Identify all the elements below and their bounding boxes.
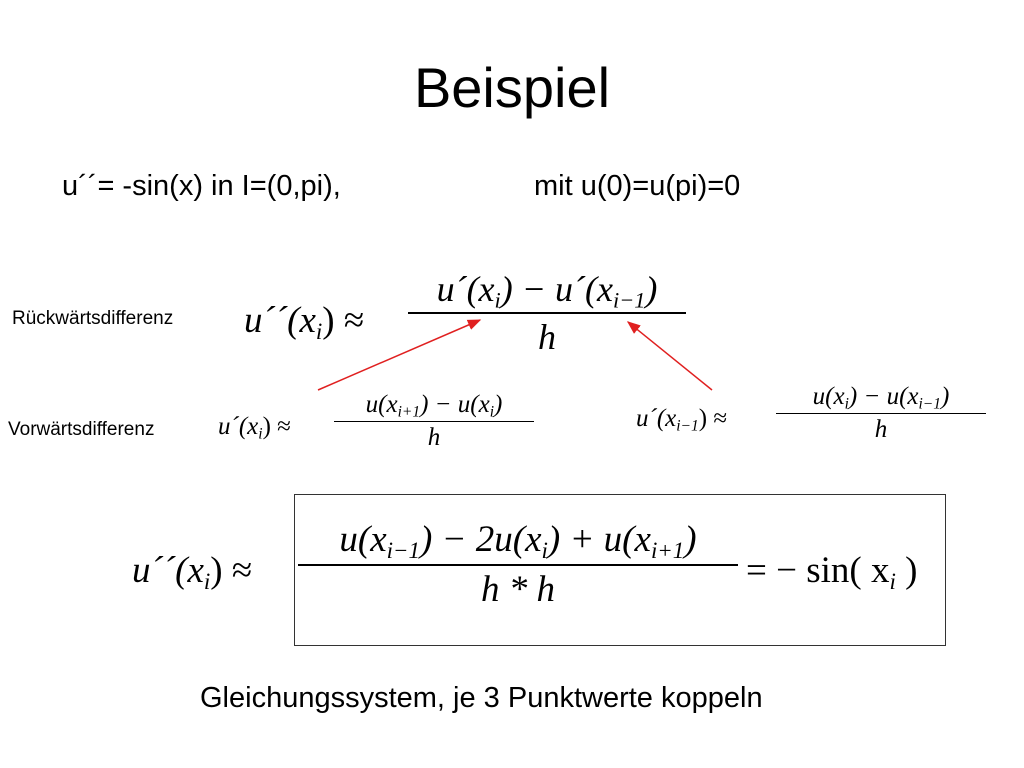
fraction-bar <box>334 421 534 422</box>
fraction-bar <box>408 312 686 314</box>
fraction-denominator: h <box>427 424 441 451</box>
fraction-numerator: u´(xi) − u´(xi−1) <box>436 269 658 313</box>
problem-equation: u´´= -sin(x) in I=(0,pi), <box>62 170 341 202</box>
fraction-bar <box>298 564 738 566</box>
footer-note: Gleichungssystem, je 3 Punktwerte koppel… <box>200 682 763 714</box>
fraction-numerator: u(xi−1) − 2u(xi) + u(xi+1) <box>339 519 697 563</box>
boundary-conditions: mit u(0)=u(pi)=0 <box>534 170 741 202</box>
scheme-box <box>294 494 946 646</box>
formula-fraction: u(xi−1) − 2u(xi) + u(xi+1) h * h <box>298 518 738 612</box>
formula-fraction: u(xi) − u(xi−1) h <box>776 383 986 444</box>
fraction-denominator: h <box>874 416 888 443</box>
fraction-denominator: h * h <box>481 569 555 610</box>
forward-difference-label: Vorwärtsdifferenz <box>8 419 155 440</box>
formula-lhs: u´´(xi) ≈ <box>132 550 253 594</box>
formula-fraction: u´(xi) − u´(xi−1) h <box>408 268 686 358</box>
formula-lhs: u´´(xi) ≈ <box>244 300 365 344</box>
slide-title: Beispiel <box>413 56 611 119</box>
formula-fraction: u(xi+1) − u(xi) h <box>334 391 534 452</box>
fraction-bar <box>776 413 986 414</box>
fraction-denominator: h <box>538 317 556 357</box>
formula-lhs: u´(xi−1) ≈ <box>636 405 728 435</box>
fraction-numerator: u(xi+1) − u(xi) <box>365 391 503 421</box>
formula-lhs: u´(xi) ≈ <box>218 413 291 443</box>
formula-rhs: = − sin( xi ) <box>746 550 918 594</box>
backward-difference-label: Rückwärtsdifferenz <box>12 308 174 329</box>
fraction-numerator: u(xi) − u(xi−1) <box>812 383 950 413</box>
